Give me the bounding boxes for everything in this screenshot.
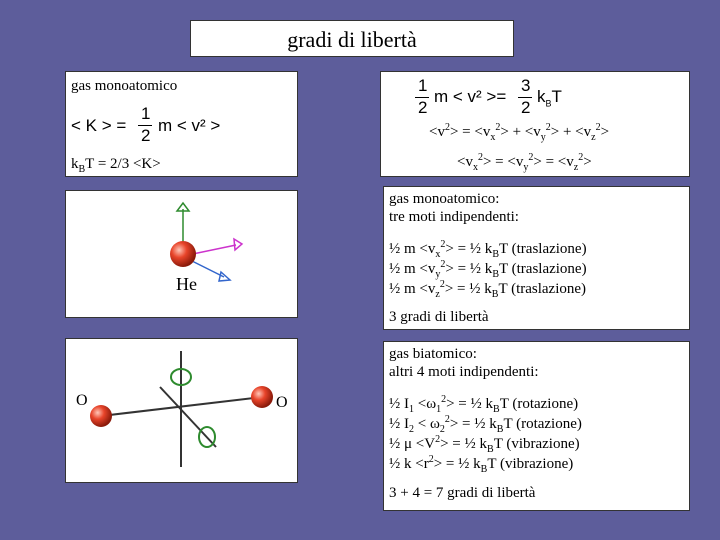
diagonal-axis — [159, 386, 217, 448]
f2-num: 3 — [521, 76, 531, 95]
o-left-label: O — [76, 392, 88, 409]
mono-row-z: ½ m <vz2> = ½ kBT (traslazione) — [389, 279, 587, 300]
oxygen-molecule-image: O O — [65, 338, 298, 483]
kbt: kBT — [537, 87, 562, 109]
fraction-bar — [518, 97, 532, 98]
panel-biatomic-motions: gas biatomico: altri 4 moti indipendenti… — [383, 341, 690, 511]
panel-heading: gas monoatomico — [71, 78, 178, 94]
arrow-down — [187, 258, 225, 278]
helium-diagram — [170, 201, 244, 282]
arrow-right-head — [233, 237, 244, 252]
k-rhs: m < v² > — [158, 116, 221, 135]
f2-den: 2 — [521, 98, 531, 117]
mono-footer: 3 gradi di libertà — [389, 309, 489, 325]
bi-line2: altri 4 moti indipendenti: — [389, 364, 539, 380]
fraction-bar — [138, 125, 152, 126]
panel-monoatomic-motions: gas monoatomico: tre moti indipendenti: … — [383, 186, 690, 330]
arrow-right — [187, 244, 237, 256]
mono-line2: tre moti indipendenti: — [389, 209, 519, 225]
frac-num: 1 — [141, 104, 151, 123]
k-lhs: < K > = — [71, 116, 127, 135]
kbt-relation: kBT = 2/3 <K> — [71, 156, 161, 175]
bi-line1: gas biatomico: — [389, 346, 477, 362]
bi-footer: 3 + 4 = 7 gradi di libertà — [389, 485, 536, 501]
mono-row-y: ½ m <vy2> = ½ kBT (traslazione) — [389, 259, 587, 280]
oxygen-left-sphere — [90, 405, 112, 427]
f1-num: 1 — [418, 76, 428, 95]
mono-row-x: ½ m <vx2> = ½ kBT (traslazione) — [389, 239, 587, 260]
fraction-bar — [415, 97, 429, 98]
rotation-green-icon-2 — [198, 426, 216, 448]
rotation-green-icon — [170, 368, 192, 386]
helium-sphere — [170, 241, 196, 267]
panel-equipartition: 1 2 m < v² >= 3 2 kBT <v2> = <vx2> + <vy… — [380, 71, 690, 177]
bi-row-rot1: ½ I1 <ω12> = ½ kBT (rotazione) — [389, 394, 579, 415]
f1-den: 2 — [418, 98, 428, 117]
arrow-down-head — [218, 270, 232, 282]
panel-monoatomic-energy: gas monoatomico < K > = 1 2 m < v² > kBT… — [65, 71, 298, 177]
mono-line1: gas monoatomico: — [389, 191, 500, 207]
bi-row-vib1: ½ μ <V2> = ½ kBT (vibrazione) — [389, 434, 580, 455]
arrow-up-head — [175, 201, 191, 212]
bi-row-rot2: ½ I2 < ω22> = ½ kBT (rotazione) — [389, 414, 582, 435]
velocity-equal: <vx2> = <vy2> = <vz2> — [457, 152, 592, 173]
velocity-sum: <v2> = <vx2> + <vy2> + <vz2> — [429, 122, 610, 143]
he-label: He — [176, 274, 197, 294]
frac-den: 2 — [141, 126, 151, 145]
bi-row-vib2: ½ k <r2> = ½ kBT (vibrazione) — [389, 454, 574, 475]
helium-atom-image: He — [65, 190, 298, 318]
o2-diagram — [90, 351, 273, 467]
oxygen-right-sphere — [251, 386, 273, 408]
slide-title: gradi di libertà — [190, 20, 514, 57]
energy-mid: m < v² >= — [434, 87, 507, 106]
o-right-label: O — [276, 394, 288, 411]
